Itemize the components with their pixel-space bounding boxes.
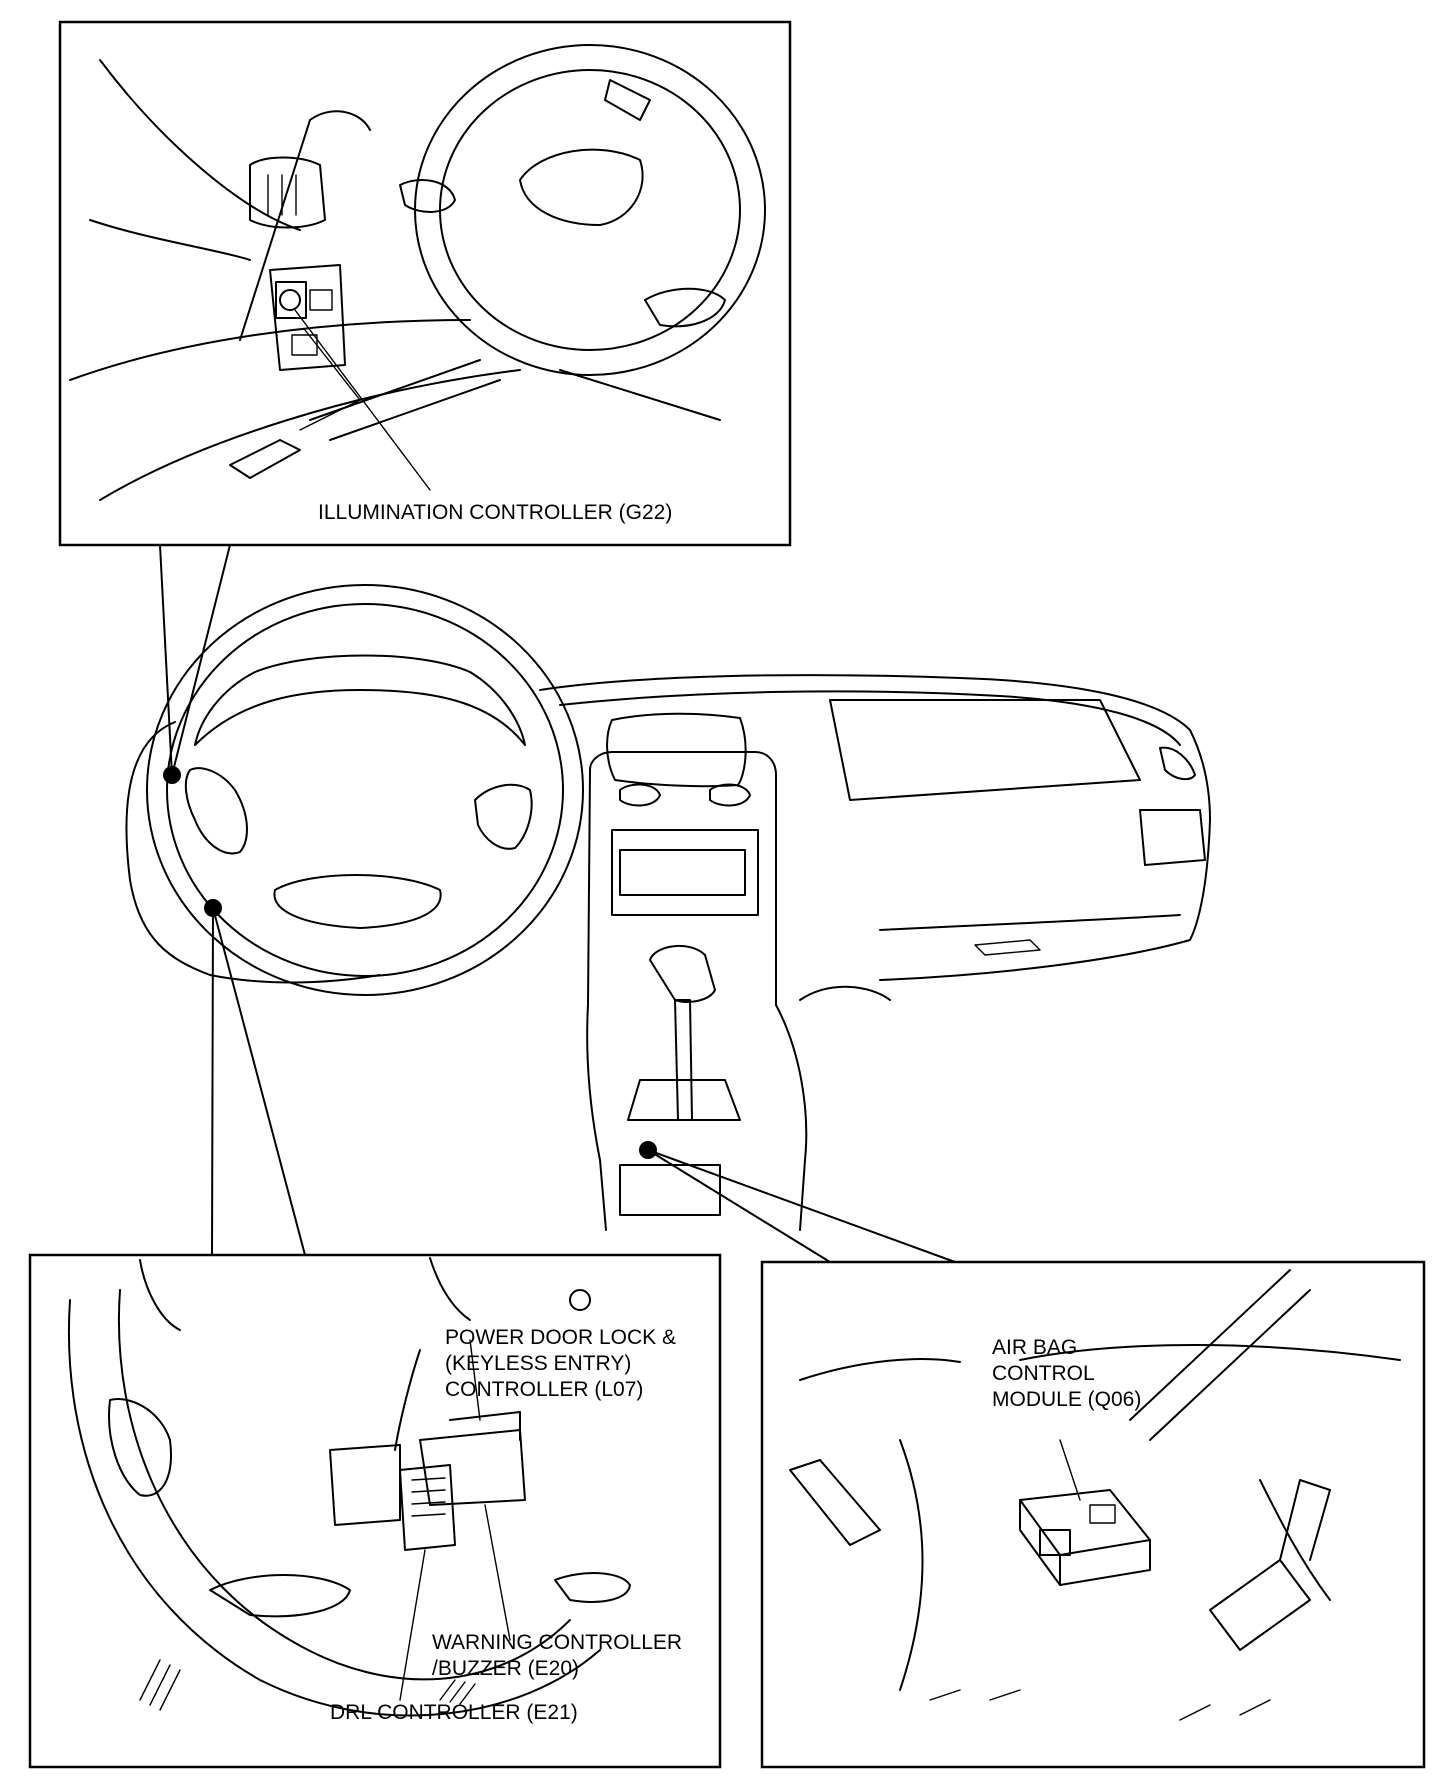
power-door-lock-label: POWER DOOR LOCK & (KEYLESS ENTRY) CONTRO… [445,1325,676,1403]
inset-illumination [58,20,792,547]
power-door-lock-label-line-1: POWER DOOR LOCK & [445,1326,677,1349]
warning-controller-label-line-1: WARNING CONTROLLER [432,1631,683,1654]
airbag-module-label-line-1: AIR BAG [992,1336,1078,1359]
warning-controller-label-line-2: /BUZZER (E20) [432,1657,580,1680]
airbag-module-label: AIR BAG CONTROL MODULE (Q06) [992,1335,1141,1413]
power-door-lock-label-line-2: (KEYLESS ENTRY) [445,1352,632,1375]
inset-airbag-module [760,1260,1426,1769]
main-dashboard-drawing [125,584,1211,1231]
power-door-lock-label-line-3: CONTROLLER (L07) [445,1378,644,1401]
warning-controller-label: WARNING CONTROLLER /BUZZER (E20) [432,1630,682,1682]
illumination-controller-label: ILLUMINATION CONTROLLER (G22) [318,501,673,524]
airbag-module-label-line-2: CONTROL [992,1362,1095,1385]
inset-body-controllers [28,1253,722,1769]
airbag-module-label-line-3: MODULE (Q06) [992,1388,1142,1411]
callout-leaders [159,544,956,1263]
drl-controller-label: DRL CONTROLLER (E21) [330,1701,578,1724]
